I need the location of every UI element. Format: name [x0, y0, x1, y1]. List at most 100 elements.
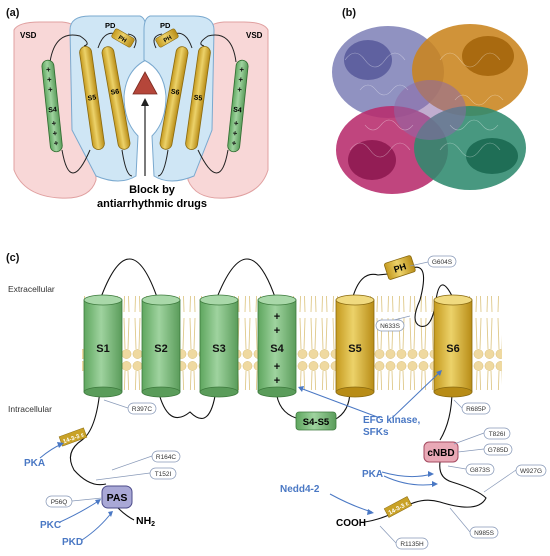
- mutation-w927g: W927G: [515, 464, 547, 477]
- helix-s5-left: S5: [79, 46, 105, 150]
- loop-a-4: [200, 34, 237, 63]
- loop-s2-s3: [157, 389, 217, 419]
- block-label-line2: antiarrhythmic drugs: [97, 198, 207, 210]
- svg-text:+: +: [52, 129, 58, 138]
- loop-ph-s6: [411, 266, 453, 328]
- svg-text:+: +: [274, 361, 280, 373]
- svg-text:R685P: R685P: [466, 406, 486, 413]
- protein-1433-right: 14-3-3 ε: [383, 496, 413, 518]
- mutation-r685p: R685P: [461, 402, 491, 415]
- intracellular-label: Intracellular: [8, 404, 52, 414]
- svg-text:+: +: [239, 65, 245, 74]
- segment-label-s6: S6: [446, 343, 459, 355]
- n-terminus-tail: [69, 389, 107, 486]
- panel-label-b: (b): [342, 7, 356, 19]
- s6-left-label: S6: [110, 88, 120, 96]
- n-terminus-end: [117, 507, 135, 521]
- nh2-label: NH2: [136, 515, 155, 528]
- arrow-head-icon: [141, 98, 149, 106]
- regulator-pkc: PKC: [40, 520, 61, 531]
- regulator-efg-line1: EFG kinase,: [363, 415, 420, 426]
- mutation-r1135h: R1135H: [395, 537, 429, 550]
- segment-label-s1: S1: [96, 343, 109, 355]
- helix-s3: S3: [199, 294, 239, 398]
- vsd-left-label: VSD: [20, 31, 37, 40]
- mutation-tags: G604S N633S R397C R685P R164C T152I P56Q: [45, 255, 547, 550]
- svg-text:N633S: N633S: [380, 323, 401, 330]
- svg-text:R1135H: R1135H: [400, 541, 424, 548]
- svg-text:G604S: G604S: [432, 259, 453, 266]
- cooh-label: COOH: [336, 518, 366, 529]
- segment-label-s4: S4: [270, 343, 284, 355]
- s4-s5-linker: S4-S5: [295, 411, 337, 431]
- loop-s3-s4: [215, 258, 277, 301]
- svg-text:T826I: T826I: [489, 431, 506, 438]
- vsd-right-label: VSD: [246, 31, 263, 40]
- pas-domain: PAS: [101, 485, 133, 509]
- ph-left-label: PH: [117, 35, 127, 44]
- mutation-t152i: T152I: [149, 467, 177, 480]
- loop-a-10: [157, 149, 169, 177]
- ph-helix-left: PH: [111, 28, 135, 48]
- s5-left-label: S5: [87, 94, 97, 102]
- loop-a-1: [49, 34, 88, 63]
- mutation-g873s: G873S: [465, 463, 495, 476]
- mutation-r397c: R397C: [127, 402, 157, 415]
- svg-text:R397C: R397C: [132, 406, 153, 413]
- helix-s6-left: S6: [101, 46, 131, 150]
- s4-left-label: S4: [48, 107, 57, 115]
- svg-text:+: +: [237, 85, 243, 94]
- cnbd-label: cNBD: [427, 448, 454, 459]
- s5-right-label: S5: [193, 94, 203, 102]
- helix-s5: S5: [335, 294, 375, 398]
- svg-text:P56Q: P56Q: [51, 499, 68, 506]
- svg-text:G873S: G873S: [470, 467, 491, 474]
- regulator-pka-right: PKA: [362, 469, 383, 480]
- helix-s6: S6: [433, 294, 473, 398]
- regulator-nedd: Nedd4-2: [280, 484, 320, 495]
- svg-text:+: +: [45, 65, 51, 74]
- svg-text:+: +: [274, 325, 280, 337]
- loop-s1-s2: [99, 258, 159, 301]
- helix-s2: S2: [141, 294, 181, 398]
- loop-s5-ph: [351, 273, 389, 301]
- svg-text:+: +: [232, 129, 238, 138]
- svg-text:+: +: [48, 85, 54, 94]
- loop-a-6: [153, 33, 163, 49]
- svg-text:+: +: [53, 139, 59, 148]
- mutation-g785d: G785D: [483, 443, 513, 456]
- helix-s4: ++ ++ S4: [257, 294, 297, 398]
- helix-s6-right: S6: [159, 46, 189, 150]
- loop-a-8: [197, 149, 229, 174]
- svg-text:+: +: [51, 119, 57, 128]
- loop-a-7: [61, 149, 91, 174]
- segment-label-s3: S3: [212, 343, 225, 355]
- svg-text:W927G: W927G: [520, 468, 542, 475]
- loop-a-9: [121, 149, 133, 177]
- ph-label: PH: [393, 261, 408, 274]
- svg-text:+: +: [233, 119, 239, 128]
- regulator-arrowheads: [57, 370, 442, 517]
- extracellular-label: Extracellular: [8, 284, 55, 294]
- ph-helix-right: PH: [155, 28, 179, 48]
- panel-label-c: (c): [6, 252, 20, 264]
- loop-a-3: [127, 33, 137, 49]
- c-terminus-tail-1: [439, 389, 453, 441]
- panel-label-a: (a): [6, 7, 20, 19]
- svg-text:T152I: T152I: [155, 471, 172, 478]
- regulator-efg-line2: SFKs: [363, 427, 389, 438]
- pd-left-label: PD: [105, 21, 116, 30]
- protein-structure-image: [332, 24, 528, 194]
- segment-label-s2: S2: [154, 343, 167, 355]
- regulator-pkd: PKD: [62, 537, 83, 548]
- mutation-g604s: G604S: [427, 255, 457, 268]
- cnbd-domain: cNBD: [423, 441, 459, 463]
- mutation-t826i: T826I: [483, 427, 511, 440]
- svg-text:+: +: [47, 75, 53, 84]
- mutation-n633s: N633S: [375, 319, 405, 332]
- ph-right-label: PH: [163, 35, 173, 44]
- helix-s4-left: +++ +++ S4: [41, 59, 63, 153]
- helix-s5-right: S5: [185, 46, 211, 150]
- svg-text:+: +: [274, 375, 280, 387]
